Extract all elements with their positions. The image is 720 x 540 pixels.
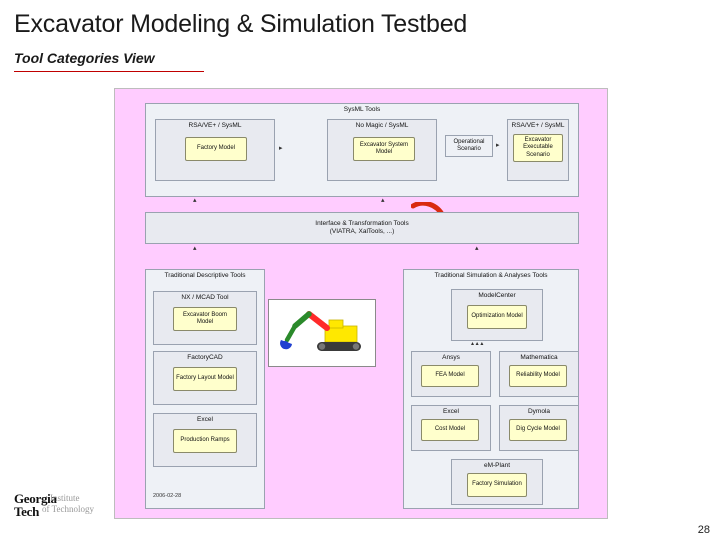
leaf-excavator-boom-model[interactable]: Excavator Boom Model bbox=[173, 307, 237, 331]
panel-ansys-title: Ansys bbox=[442, 354, 460, 361]
arrow-up-icon-2: ▴ bbox=[381, 197, 385, 204]
panel-nx-mcad-title: NX / MCAD Tool bbox=[181, 294, 229, 301]
leaf-excavator-system-model[interactable]: Excavator System Model bbox=[353, 137, 415, 161]
leaf-fea-model[interactable]: FEA Model bbox=[421, 365, 479, 387]
logo-overlay2: of Technology bbox=[42, 504, 94, 514]
georgia-tech-logo: Georgia Tech Institute of Technology bbox=[14, 492, 118, 526]
sysml-panel-nomagic-title: No Magic / SysML bbox=[355, 122, 409, 129]
leaf-production-ramps[interactable]: Production Ramps bbox=[173, 429, 237, 453]
leaf-factory-model[interactable]: Factory Model bbox=[185, 137, 247, 161]
panel-em-plant-title: eM-Plant bbox=[483, 462, 510, 469]
arrow-up-icon-4: ▴ bbox=[475, 245, 479, 252]
sysml-panel-rsa-factory: RSA/VE+ / SysML bbox=[155, 119, 275, 181]
arrow-up-icon-3: ▴ bbox=[193, 245, 197, 252]
arrow-right-icon-2: ▸ bbox=[496, 142, 500, 149]
logo-overlay1: Institute bbox=[50, 493, 80, 503]
tool-categories-diagram: SysML Tools RSA/VE+ / SysML Factory Mode… bbox=[114, 88, 608, 519]
interface-transformation-bar: Interface & Transformation Tools (VIATRA… bbox=[145, 212, 579, 244]
date-stamp: 2006-02-28 bbox=[153, 493, 182, 499]
sysml-panel-rsa-factory-title: RSA/VE+ / SysML bbox=[188, 122, 242, 129]
excavator-illustration bbox=[268, 299, 376, 367]
traditional-descriptive-title: Traditional Descriptive Tools bbox=[164, 272, 246, 279]
arrow-up-icon-5: ▴ ▴ ▴ bbox=[471, 341, 484, 347]
arrow-up-icon-1: ▴ bbox=[193, 197, 197, 204]
leaf-factory-simulation[interactable]: Factory Simulation bbox=[467, 473, 527, 497]
leaf-cost-model[interactable]: Cost Model bbox=[421, 419, 479, 441]
panel-mathematica-title: Mathematica bbox=[520, 354, 558, 361]
panel-dymola-title: Dymola bbox=[527, 408, 551, 415]
traditional-simulation-title: Traditional Simulation & Analyses Tools bbox=[434, 272, 548, 279]
leaf-factory-layout-model[interactable]: Factory Layout Model bbox=[173, 367, 237, 391]
page-subtitle: Tool Categories View bbox=[14, 50, 155, 66]
interface-bar-line1: Interface & Transformation Tools bbox=[315, 220, 409, 227]
panel-excel-simulation-title: Excel bbox=[443, 408, 459, 415]
panel-factorycad-title: FactoryCAD bbox=[187, 354, 223, 361]
interface-bar-line2: (VIATRA, XalTools, ...) bbox=[329, 228, 395, 235]
leaf-excavator-executable-scenario[interactable]: Excavator Executable Scenario bbox=[513, 134, 563, 162]
logo-line2: Tech bbox=[14, 504, 40, 519]
panel-excel-descriptive-title: Excel bbox=[197, 416, 213, 423]
operational-scenario-box: Operational Scenario bbox=[445, 135, 493, 157]
title-underline bbox=[14, 71, 204, 72]
slide-footer-bar bbox=[0, 533, 720, 540]
page-title: Excavator Modeling & Simulation Testbed bbox=[14, 10, 468, 38]
leaf-reliability-model[interactable]: Reliability Model bbox=[509, 365, 567, 387]
leaf-optimization-model[interactable]: Optimization Model bbox=[467, 305, 527, 329]
sysml-tools-group-title: SysML Tools bbox=[343, 106, 381, 113]
logo-line1: Georgia bbox=[14, 492, 57, 506]
leaf-dig-cycle-model[interactable]: Dig Cycle Model bbox=[509, 419, 567, 441]
sysml-panel-rsa-exec-title: RSA/VE+ / SysML bbox=[511, 122, 565, 129]
panel-modelcenter-title: ModelCenter bbox=[478, 292, 516, 299]
arrow-right-icon: ▸ bbox=[279, 145, 283, 152]
